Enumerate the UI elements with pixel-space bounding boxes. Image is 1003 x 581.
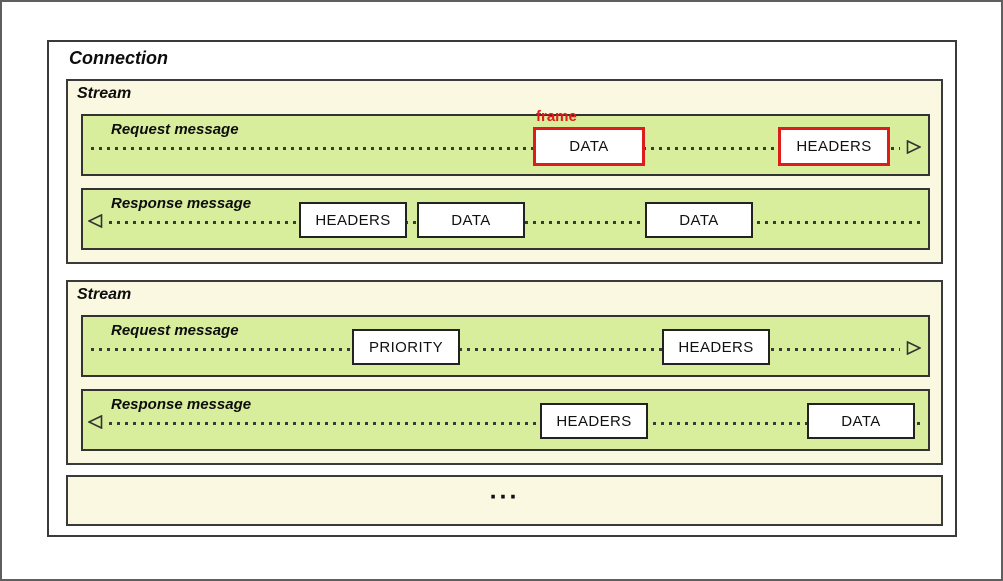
frame-box-headers: HEADERS [778, 127, 890, 166]
frame-box-headers: HEADERS [662, 329, 770, 365]
arrow-right-icon [906, 341, 921, 355]
request-message-lane: Request message DATA HEADERS [81, 114, 930, 176]
frame-box-data: DATA [417, 202, 525, 238]
response-message-label: Response message [111, 396, 252, 413]
flow-dotted-line [91, 348, 900, 351]
frame-box-priority: PRIORITY [352, 329, 460, 365]
request-message-lane: Request message PRIORITY HEADERS [81, 315, 930, 377]
frame-annotation-label: frame [536, 108, 577, 125]
frame-box-data: DATA [533, 127, 645, 166]
stream-box-1: Stream frame Request message DATA HEADER… [66, 79, 943, 264]
ellipsis-label: ... [489, 476, 520, 505]
request-message-label: Request message [111, 322, 239, 339]
response-message-lane: Response message HEADERS DATA DATA [81, 188, 930, 250]
stream-title: Stream [77, 286, 132, 303]
connection-box: Connection Stream frame Request message … [47, 40, 957, 537]
arrow-right-icon [906, 140, 921, 154]
arrow-left-icon [88, 214, 103, 228]
flow-dotted-line [109, 422, 920, 425]
request-message-label: Request message [111, 121, 239, 138]
frame-box-headers: HEADERS [540, 403, 648, 439]
response-message-label: Response message [111, 195, 252, 212]
stream-title: Stream [77, 85, 132, 102]
flow-dotted-line [91, 147, 900, 150]
stream-box-2: Stream Request message PRIORITY HEADERS … [66, 280, 943, 465]
frame-box-headers: HEADERS [299, 202, 407, 238]
response-message-lane: Response message HEADERS DATA [81, 389, 930, 451]
arrow-left-icon [88, 415, 103, 429]
more-streams-box: ... [66, 475, 943, 526]
frame-box-data: DATA [645, 202, 753, 238]
frame-box-data: DATA [807, 403, 915, 439]
connection-title: Connection [69, 48, 168, 68]
